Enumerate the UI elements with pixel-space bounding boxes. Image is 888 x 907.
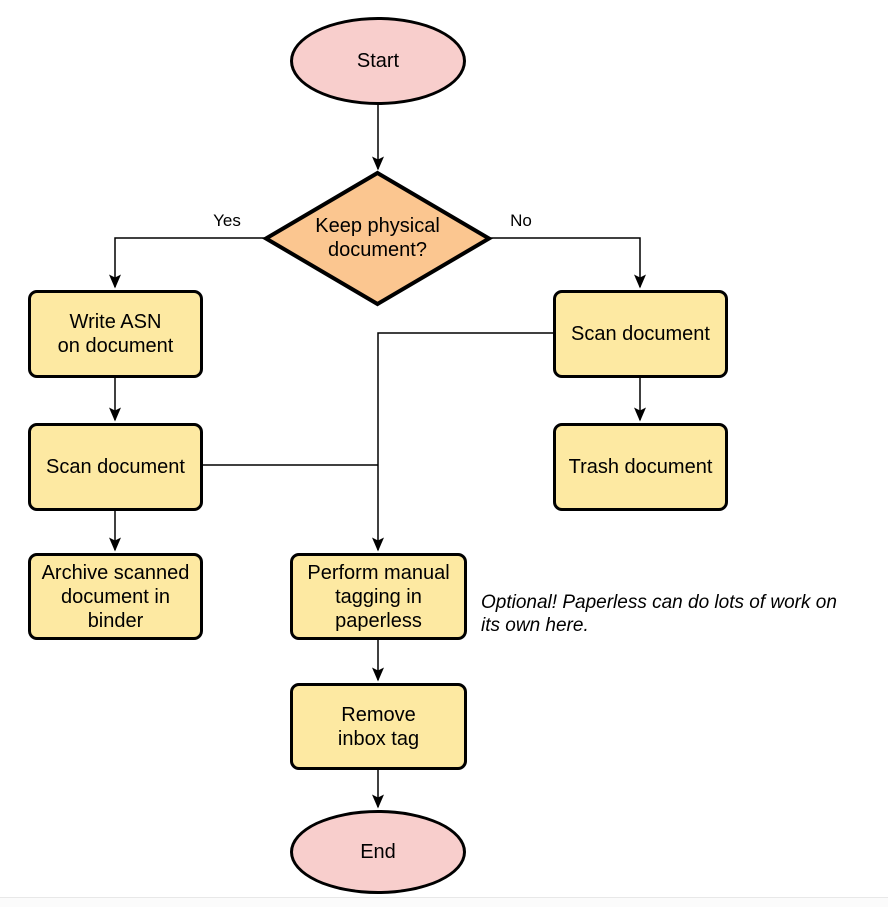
- node-trash-label: Trash document: [568, 456, 713, 478]
- node-write-asn-label: Write ASN on document: [57, 311, 174, 357]
- node-scan-after-asn: Scan document: [28, 423, 203, 511]
- node-write-asn: Write ASN on document: [28, 290, 203, 378]
- node-remove-inbox-tag-label: Remove inbox tag: [337, 703, 420, 750]
- node-archive-binder-label: Archive scanned document in binder: [41, 561, 190, 632]
- node-scan-no-keep: Scan document: [553, 290, 728, 378]
- node-start-label: Start: [356, 50, 400, 72]
- node-start: Start: [290, 17, 466, 105]
- node-remove-inbox-tag: Remove inbox tag: [290, 683, 467, 770]
- decision-diamond-shape: [262, 170, 493, 307]
- node-scan-no-keep-label: Scan document: [571, 323, 710, 345]
- node-end: End: [290, 810, 466, 894]
- edge-decision-no-to-scan: [490, 237, 646, 289]
- edge-label-no: No: [510, 211, 532, 230]
- page-bottom-edge: [0, 897, 888, 907]
- edge-decision-yes-to-write-asn: [109, 237, 265, 289]
- node-manual-tagging-label: Perform manual tagging in paperless: [307, 561, 450, 632]
- annotation-optional: Optional! Paperless can do lots of work …: [481, 592, 837, 636]
- node-manual-tagging: Perform manual tagging in paperless: [290, 553, 467, 640]
- edge-label-yes: Yes: [213, 211, 241, 230]
- node-decision-label: Keep physical document?: [315, 215, 440, 261]
- node-decision: Keep physical document?: [280, 172, 475, 304]
- node-trash: Trash document: [553, 423, 728, 511]
- node-end-label: End: [360, 841, 396, 863]
- node-scan-after-asn-label: Scan document: [46, 456, 185, 478]
- edge-scan-no-keep-to-tagging: [372, 332, 553, 552]
- node-archive-binder: Archive scanned document in binder: [28, 553, 203, 640]
